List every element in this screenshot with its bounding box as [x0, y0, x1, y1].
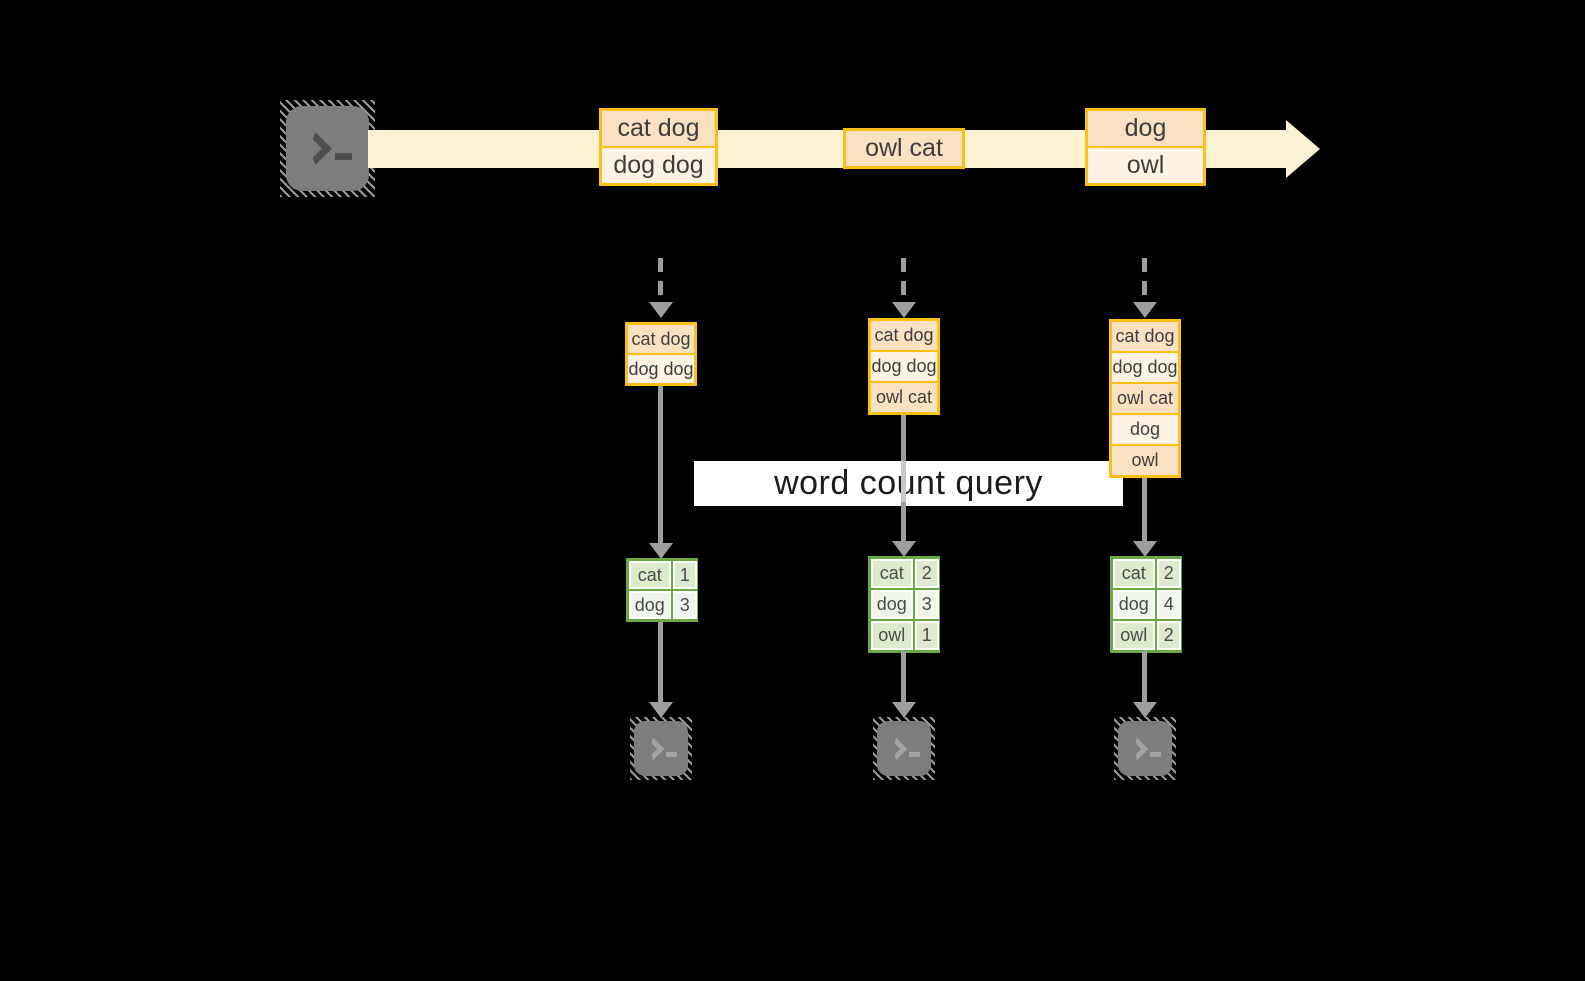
terminal-screen [634, 721, 688, 776]
stream-batch-1: cat dog dog dog [599, 108, 718, 186]
terminal-screen [1118, 721, 1172, 776]
snapshot-records-2: cat dog dog dog owl cat [868, 318, 940, 415]
count-value-cell: 2 [1156, 559, 1181, 588]
prompt-chevron-icon [884, 737, 908, 760]
count-word-cell: dog [871, 590, 913, 619]
output-arrowhead-icon [1133, 702, 1157, 718]
dashed-arrowhead-icon [892, 302, 916, 318]
query-arrow [1142, 478, 1147, 541]
prompt-icon [298, 132, 352, 165]
count-value-cell: 1 [672, 561, 697, 589]
snapshot-records-3: cat dog dog dog owl cat dog owl [1109, 319, 1181, 478]
buffered-record: owl cat [1112, 384, 1178, 413]
count-value-cell: 2 [1156, 621, 1181, 650]
stream-record: dog [1088, 111, 1203, 146]
stream-record: owl [1088, 148, 1203, 183]
dashed-arrow [658, 258, 663, 300]
output-arrow [1142, 651, 1147, 702]
count-table-2: cat 2 dog 3 owl 1 [868, 556, 940, 653]
count-word-cell: owl [871, 621, 913, 650]
query-arrowhead-icon [892, 541, 916, 557]
count-word-cell: cat [1113, 559, 1155, 588]
prompt-chevron-icon [1125, 737, 1149, 760]
prompt-underscore-icon [909, 751, 920, 757]
dashed-arrow [901, 258, 906, 300]
stream-record: cat dog [602, 111, 715, 146]
count-value-cell: 3 [914, 590, 939, 619]
count-value-cell: 3 [672, 591, 697, 619]
dashed-arrowhead-icon [649, 302, 673, 318]
query-arrow [901, 412, 906, 541]
count-table-1: cat 1 dog 3 [626, 558, 698, 622]
count-value-cell: 4 [1156, 590, 1181, 619]
prompt-chevron-icon [641, 737, 665, 760]
count-word-cell: dog [629, 591, 671, 619]
buffered-record: dog [1112, 415, 1178, 444]
count-word-cell: dog [1113, 590, 1155, 619]
buffered-record: cat dog [628, 325, 694, 353]
prompt-underscore-icon [334, 153, 352, 160]
count-word-cell: cat [871, 559, 913, 588]
count-word-cell: cat [629, 561, 671, 589]
prompt-chevron-icon [298, 132, 332, 165]
query-arrowhead-icon [649, 543, 673, 559]
terminal-icon [1114, 717, 1176, 780]
stream-record: owl cat [846, 131, 962, 166]
terminal-screen [877, 721, 931, 776]
buffered-record: owl [1112, 446, 1178, 475]
terminal-icon [280, 100, 375, 197]
buffered-record: dog dog [871, 352, 937, 381]
count-value-cell: 1 [914, 621, 939, 650]
buffered-record: cat dog [871, 321, 937, 350]
word-count-query-label: word count query [694, 461, 1123, 506]
buffered-record: owl cat [871, 383, 937, 412]
prompt-icon [1125, 737, 1161, 760]
buffered-record: cat dog [1112, 322, 1178, 351]
dashed-arrow [1142, 258, 1147, 300]
terminal-screen [286, 106, 369, 191]
prompt-icon [884, 737, 920, 760]
count-value-cell: 2 [914, 559, 939, 588]
dashed-arrowhead-icon [1133, 302, 1157, 318]
terminal-icon [873, 717, 935, 780]
stream-arrowhead-icon [1286, 120, 1320, 178]
stream-batch-3: dog owl [1085, 108, 1206, 186]
prompt-icon [641, 737, 677, 760]
output-arrowhead-icon [649, 702, 673, 718]
output-arrowhead-icon [892, 702, 916, 718]
query-arrowhead-icon [1133, 541, 1157, 557]
snapshot-records-1: cat dog dog dog [625, 322, 697, 386]
terminal-icon [630, 717, 692, 780]
buffered-record: dog dog [628, 355, 694, 383]
stream-batch-2: owl cat [843, 128, 965, 169]
query-arrow [658, 386, 663, 543]
stream-record: dog dog [602, 148, 715, 183]
prompt-underscore-icon [1150, 751, 1161, 757]
count-table-3: cat 2 dog 4 owl 2 [1110, 556, 1182, 653]
output-arrow [901, 651, 906, 702]
prompt-underscore-icon [666, 751, 677, 757]
output-arrow [658, 622, 663, 702]
count-word-cell: owl [1113, 621, 1155, 650]
buffered-record: dog dog [1112, 353, 1178, 382]
